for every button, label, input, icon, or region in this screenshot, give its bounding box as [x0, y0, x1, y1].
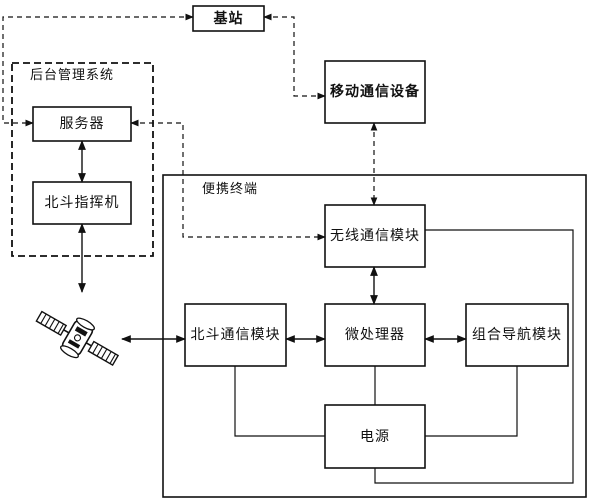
satellite-icon — [35, 310, 120, 367]
link-server-wireless — [130, 119, 326, 241]
wire-beidou-power — [234, 366, 325, 437]
server-label: 服务器 — [59, 116, 105, 132]
nav-module-label: 组合导航模块 — [472, 327, 562, 343]
wire-nav-power — [425, 366, 518, 437]
beidou-module-label: 北斗通信模块 — [190, 327, 281, 343]
beidou-module-box — [184, 303, 287, 367]
base-station-label: 基站 — [213, 10, 244, 27]
mcu-box — [324, 303, 426, 367]
beidou-command-label: 北斗指挥机 — [44, 195, 120, 211]
wireless-module-label: 无线通信模块 — [330, 228, 420, 244]
power-label: 电源 — [360, 428, 390, 445]
mcu-label: 微处理器 — [345, 327, 405, 343]
mobile-comm-label: 移动通信设备 — [330, 84, 420, 100]
wire-wireless-power — [374, 229, 574, 484]
terminal-group-label: 便携终端 — [202, 182, 259, 197]
backend-group-label: 后台管理系统 — [28, 68, 117, 84]
link-base-mobile — [263, 13, 326, 100]
beidou-command-box — [32, 181, 132, 225]
link-base-server — [2, 13, 194, 127]
wireless-module-box — [324, 204, 426, 268]
